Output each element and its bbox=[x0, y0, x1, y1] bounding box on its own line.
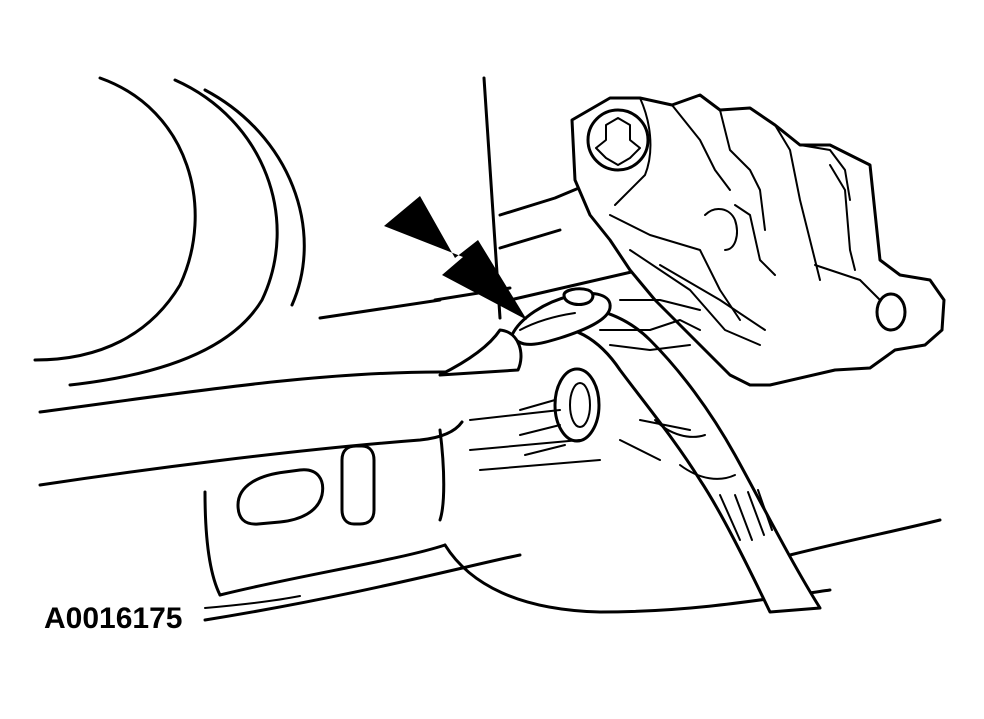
figure-id-label: A0016175 bbox=[44, 602, 183, 635]
wiring-harness bbox=[469, 299, 822, 614]
label-leader-line bbox=[204, 595, 301, 609]
trim-panel bbox=[38, 286, 942, 622]
arrow-icon bbox=[384, 196, 527, 320]
wire-retainer-clip bbox=[438, 287, 612, 377]
speaker-opening-arcs bbox=[33, 76, 306, 387]
panel-slots bbox=[236, 444, 376, 526]
latch-assembly bbox=[570, 93, 946, 387]
